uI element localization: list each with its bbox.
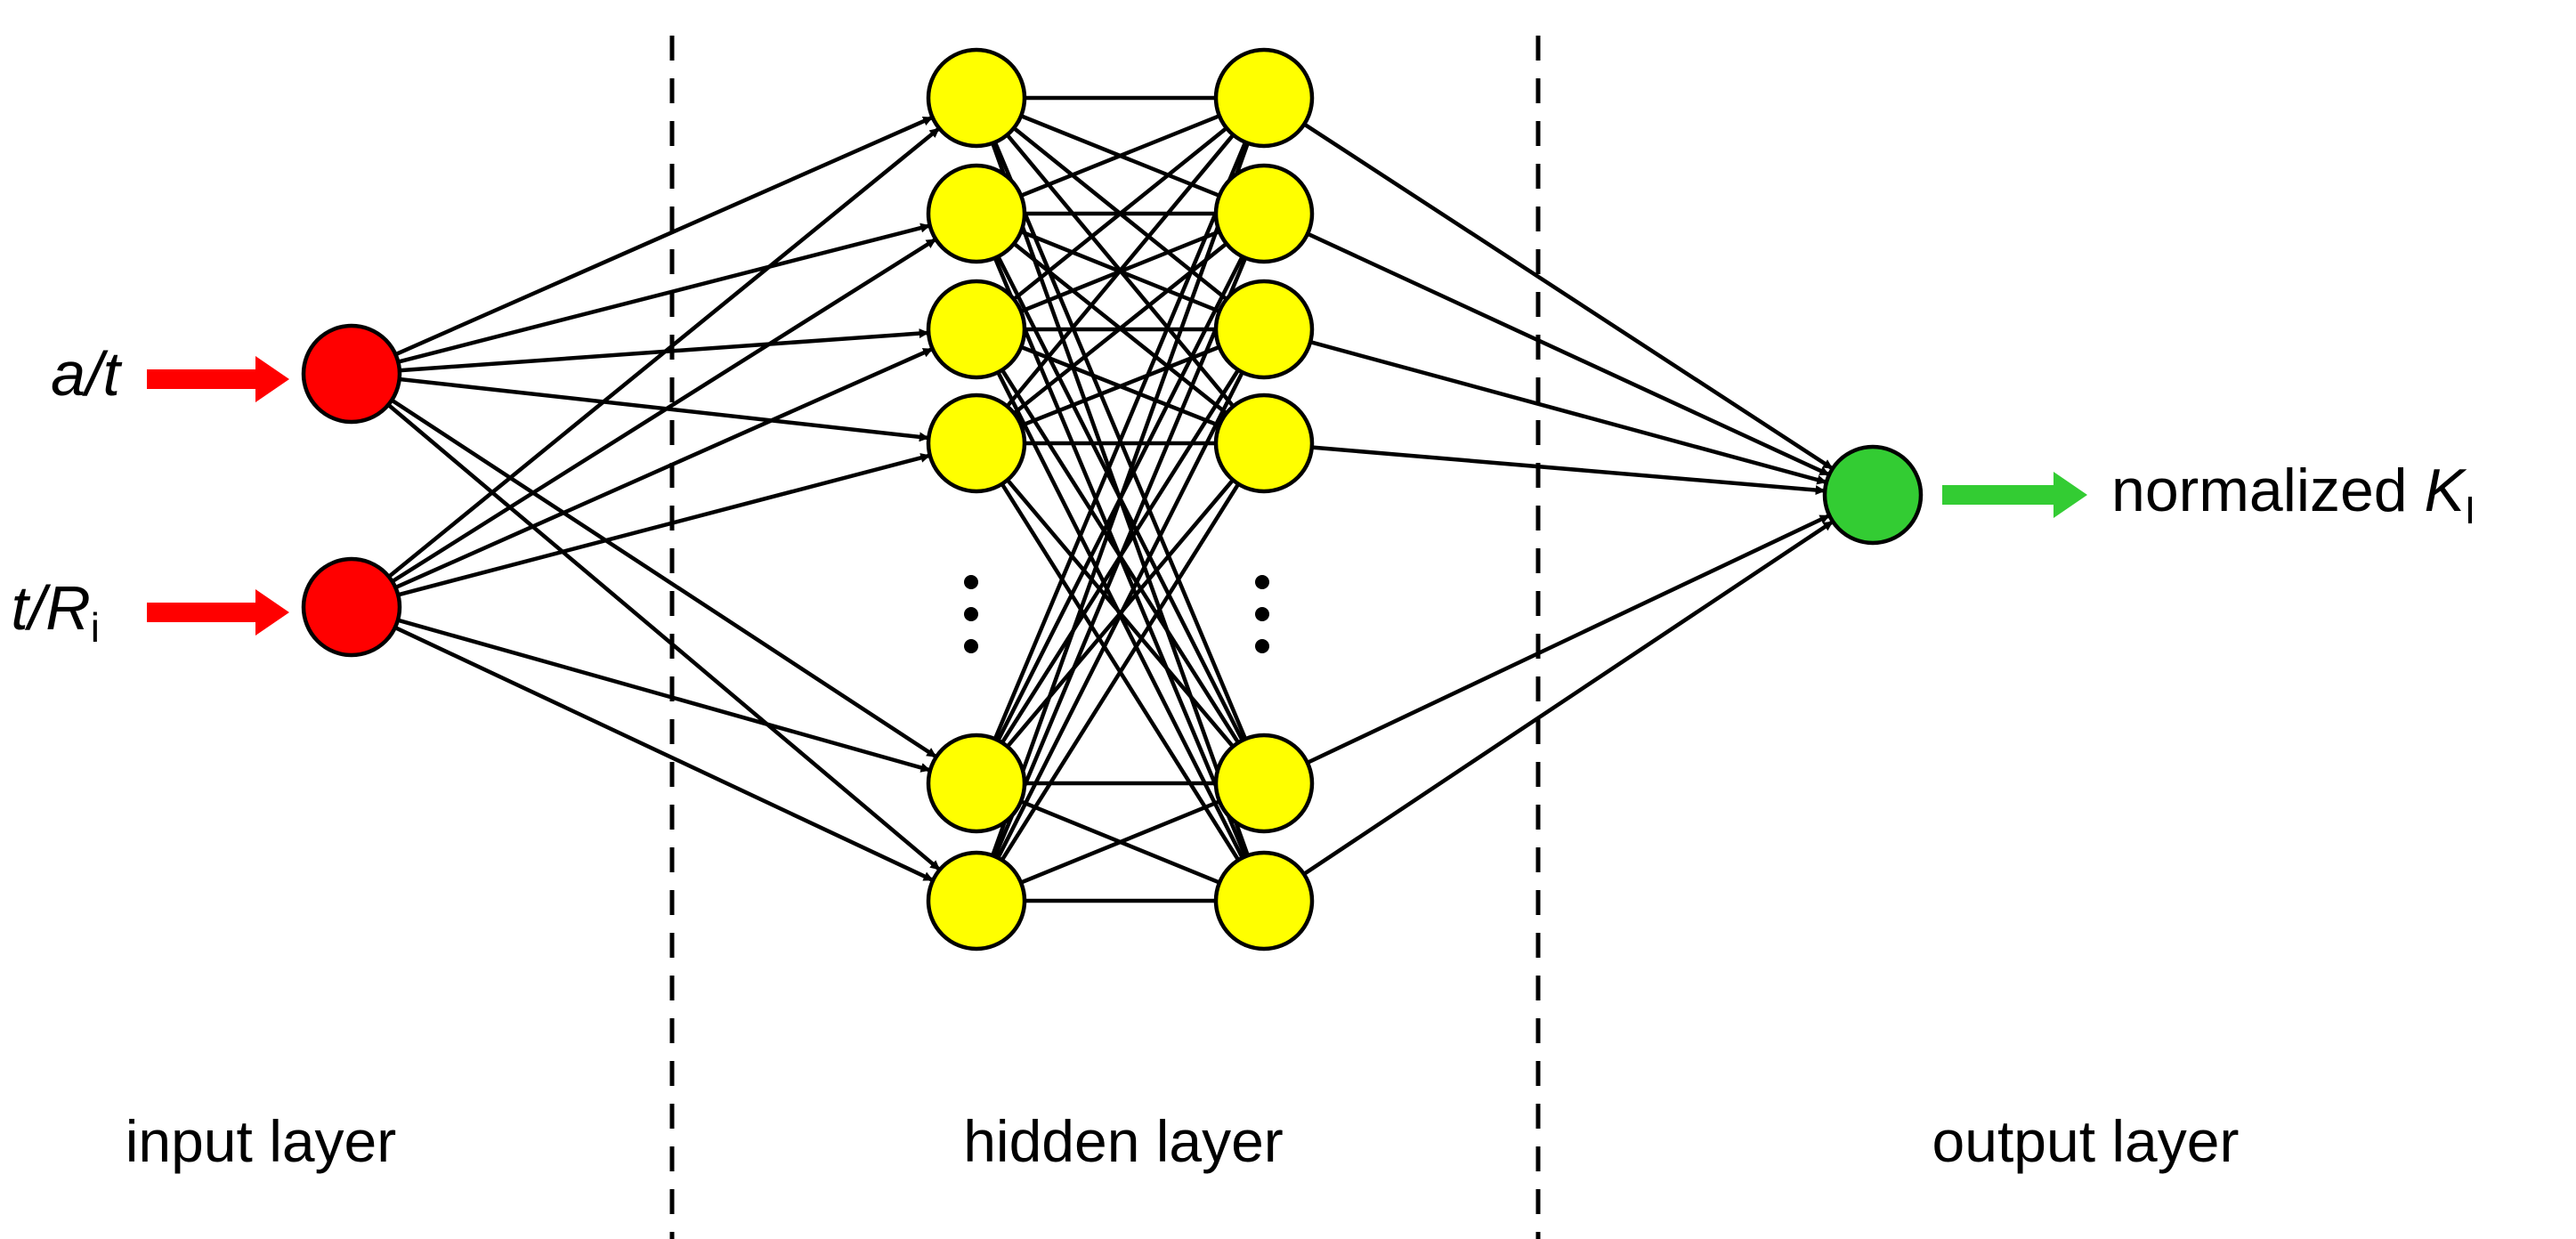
input-node-1 [301, 556, 402, 658]
edge-hidden2-5-output [1286, 520, 1835, 887]
edge-hidden1-5-hidden2-1 [985, 256, 1248, 875]
hidden2-node-5 [1213, 850, 1315, 952]
edge-input-0-hidden1-2 [380, 328, 929, 374]
edge-hidden1-5-hidden2-4 [1002, 799, 1220, 892]
edge-hidden2-4-output [1289, 514, 1831, 773]
hidden2-node-1 [1213, 163, 1315, 264]
hidden2-node-4 [1213, 733, 1315, 834]
output-label: normalized KI [2111, 457, 2475, 532]
input-node-0 [301, 323, 402, 425]
edge-input-1-hidden1-3 [378, 453, 931, 602]
hidden1-node-2 [926, 279, 1027, 380]
edge-input-1-hidden1-2 [377, 346, 934, 597]
hidden1-node-5 [926, 850, 1027, 952]
edge-input-1-hidden1-5 [377, 617, 935, 883]
hidden-layer-label: hidden layer [963, 1108, 1284, 1174]
input-label-a-over-t: a/t [51, 339, 122, 409]
edge-hidden1-0-hidden2-2 [997, 114, 1228, 301]
edge-hidden1-1-hidden2-4 [987, 238, 1244, 741]
hidden1-node-0 [926, 47, 1027, 149]
edge-input-0-hidden1-1 [378, 223, 931, 369]
output-arrow [1942, 472, 2087, 518]
edge-hidden1-1-hidden2-2 [1002, 223, 1220, 313]
edge-hidden2-0-output [1286, 111, 1834, 471]
connection-lines [372, 95, 1835, 903]
edge-hidden1-4-hidden2-0 [985, 141, 1248, 757]
ellipsis-group [964, 575, 1269, 653]
edge-hidden1-0-hidden2-4 [985, 124, 1248, 741]
edge-hidden1-5-hidden2-2 [987, 371, 1244, 877]
edge-hidden1-1-hidden2-0 [1002, 114, 1220, 205]
edge-input-0-hidden1-4 [374, 387, 938, 759]
hidden1-node-4 [926, 733, 1027, 834]
io-arrows [147, 356, 2087, 636]
edge-hidden1-5-hidden2-3 [990, 482, 1241, 878]
edge-hidden1-2-hidden2-1 [1002, 230, 1220, 320]
input-label-t-over-ri: t/Ri [11, 573, 100, 651]
edge-hidden1-3-hidden2-2 [1002, 344, 1220, 435]
edge-input-1-hidden1-4 [378, 612, 931, 773]
edge-hidden1-0-hidden2-3 [993, 118, 1235, 408]
hidden1-vertical-dots-icon [964, 575, 978, 653]
edge-hidden1-4-hidden2-5 [1002, 792, 1220, 885]
hidden2-vertical-dots-icon [1255, 575, 1269, 653]
edge-hidden2-1-output [1289, 223, 1830, 477]
edge-input-0-hidden1-3 [379, 375, 929, 442]
edge-input-1-hidden1-1 [375, 237, 937, 594]
input-arrow-t-over-ri [147, 589, 289, 636]
edge-hidden1-3-hidden2-4 [993, 464, 1235, 749]
edge-hidden1-2-hidden2-0 [997, 126, 1228, 313]
edge-hidden2-3-output [1292, 443, 1826, 496]
edge-hidden1-2-hidden2-4 [990, 352, 1241, 744]
edge-hidden2-2-output [1291, 335, 1827, 485]
hidden2-node-2 [1213, 279, 1315, 380]
edge-input-0-hidden1-0 [377, 115, 934, 364]
hidden1-node-1 [926, 163, 1027, 264]
input-layer-label: input layer [126, 1108, 397, 1174]
edge-hidden1-4-hidden2-3 [993, 478, 1235, 763]
edge-input-1-hidden1-0 [372, 126, 941, 591]
hidden1-node-3 [926, 393, 1027, 494]
edge-hidden1-5-hidden2-0 [984, 142, 1250, 875]
edge-hidden1-0-hidden2-1 [1002, 107, 1220, 198]
edge-hidden1-1-hidden2-3 [997, 230, 1228, 416]
hidden2-node-3 [1213, 393, 1315, 494]
nodes [301, 47, 1924, 952]
input-arrow-a-over-t [147, 356, 289, 402]
edge-hidden1-3-hidden2-0 [993, 134, 1235, 423]
output-node [1822, 444, 1924, 546]
output-layer-label: output layer [1932, 1108, 2240, 1174]
edge-hidden1-3-hidden2-5 [990, 466, 1241, 862]
hidden2-node-0 [1213, 47, 1315, 149]
edge-input-0-hidden1-5 [372, 391, 942, 871]
